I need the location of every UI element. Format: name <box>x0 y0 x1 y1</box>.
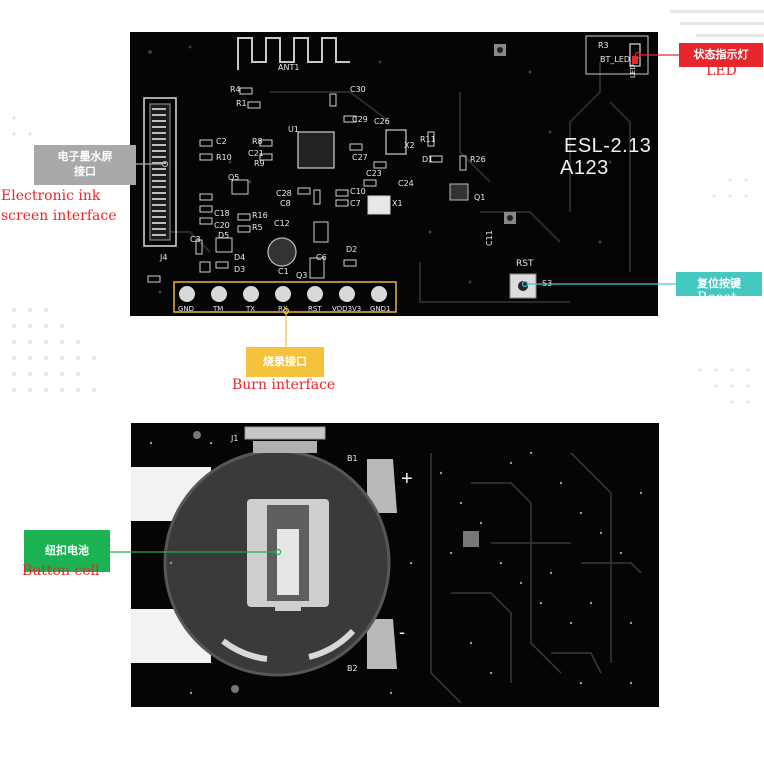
pin-label-tx: TX <box>246 305 256 313</box>
decorative-dots-right <box>670 10 764 404</box>
pin-label-gnd1: GND1 <box>370 305 391 313</box>
component-label: R26 <box>470 155 486 164</box>
component-label: Q1 <box>474 193 486 202</box>
button-cell-callout: 纽扣电池 <box>24 530 110 572</box>
component-label: R11 <box>420 135 436 144</box>
component-label: R4 <box>230 85 241 94</box>
burn-interface-callout: 烧录接口 <box>246 347 324 377</box>
pcb-bottom-side: J1 B1 B2 + - <box>131 423 659 707</box>
component-label: C29 <box>352 115 368 124</box>
component-label: C21 <box>248 149 264 158</box>
component-label: X2 <box>404 141 415 150</box>
pin-label-gnd: GND <box>178 305 195 313</box>
component-label: C27 <box>352 153 368 162</box>
component-label: C18 <box>214 209 230 218</box>
component-label: C6 <box>316 253 327 262</box>
component-label: X1 <box>392 199 403 208</box>
component-label: C23 <box>366 169 382 178</box>
component-label: C30 <box>350 85 366 94</box>
component-label: C20 <box>214 221 230 230</box>
antenna-label: ANT1 <box>278 63 300 72</box>
battery-plus-sign: + <box>401 468 414 490</box>
component-label: Q5 <box>228 173 240 182</box>
component-label: C26 <box>374 117 390 126</box>
component-label: C3 <box>190 235 201 244</box>
led-silk-r3: R3 <box>598 41 609 50</box>
screen-interface-callout: 电子墨水屏 接口 <box>34 145 136 185</box>
component-label: C24 <box>398 179 414 188</box>
component-label: D5 <box>218 231 230 240</box>
led-silk-bt-led: BT_LED <box>600 55 631 64</box>
bottom-label-b1: B1 <box>347 454 358 463</box>
component-label: D2 <box>346 245 358 254</box>
bottom-label-j1: J1 <box>231 434 239 443</box>
component-label: D4 <box>234 253 246 262</box>
component-label: C2 <box>216 137 227 146</box>
screen-interface-english-line2: screen interface <box>1 208 117 224</box>
burn-interface-english: Burn interface <box>232 377 336 393</box>
screen-interface-english-line1: Electronic ink <box>1 188 101 204</box>
bottom-label-b2: B2 <box>347 664 358 673</box>
component-label: C8 <box>280 199 291 208</box>
pcb-bottom-artwork <box>131 426 643 704</box>
board-code: A123 <box>560 157 609 179</box>
component-label: R8 <box>252 137 263 146</box>
component-label: R16 <box>252 211 268 220</box>
component-label: R1 <box>236 99 247 108</box>
component-label: R10 <box>216 153 232 162</box>
component-label: Q3 <box>296 271 308 280</box>
pcb-top-side: ANT1 ESL-2.13 A123 RST R3 BT_LED LED R4 … <box>130 32 658 316</box>
component-label: C10 <box>350 187 366 196</box>
component-label: C12 <box>274 219 290 228</box>
rst-silk-label: RST <box>516 259 534 269</box>
reset-callout: 复位按键 <box>676 272 762 296</box>
component-label: R5 <box>252 223 263 232</box>
component-label: C7 <box>350 199 361 208</box>
pin-label-rst: RST <box>308 305 322 313</box>
pin-label-rx: RX <box>278 305 288 313</box>
pin-label-vdd: VDD3V3 <box>332 305 362 313</box>
button-cell-english: Button cell <box>22 563 100 579</box>
pcb-top-artwork <box>143 35 649 313</box>
reset-callout-english: Reset <box>697 290 737 306</box>
component-label: C28 <box>276 189 292 198</box>
board-model: ESL-2.13 <box>564 135 652 157</box>
led-callout-english: LED <box>706 63 737 79</box>
component-label: R9 <box>254 159 265 168</box>
pin-label-tm: TM <box>213 305 224 313</box>
component-label: C1 <box>278 267 289 276</box>
battery-minus-sign: - <box>399 622 406 642</box>
component-label: D1 <box>422 155 434 164</box>
component-label: D3 <box>234 265 246 274</box>
component-label: J4 <box>160 253 168 262</box>
decorative-dots-left <box>12 116 96 392</box>
led-callout: 状态指示灯 <box>679 43 763 67</box>
component-label: U1 <box>288 125 299 134</box>
